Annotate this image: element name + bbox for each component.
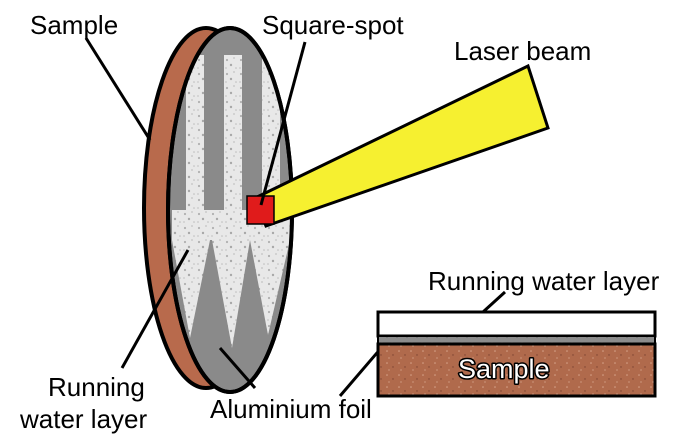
label-running-water-right: Running water layer (428, 266, 660, 296)
label-sample-cross-section: Sample (458, 354, 550, 384)
leader-square-spot (259, 41, 307, 206)
cross-section (376, 310, 657, 398)
cross-section-sample (376, 342, 657, 398)
cross-section-water (376, 310, 657, 338)
label-sample: Sample (30, 10, 118, 40)
square-spot-marker (246, 195, 275, 225)
laser-beam (253, 63, 550, 228)
label-aluminium-foil: Aluminium foil (210, 394, 372, 424)
label-laser-beam: Laser beam (454, 36, 591, 66)
leader-running-water-left (120, 249, 190, 369)
leader-aluminium-foil (218, 347, 257, 389)
label-running-water-left-2: water layer (19, 404, 147, 434)
label-square-spot: Square-spot (262, 10, 404, 40)
label-running-water-left-1: Running (48, 372, 145, 402)
leader-sample (84, 37, 152, 141)
